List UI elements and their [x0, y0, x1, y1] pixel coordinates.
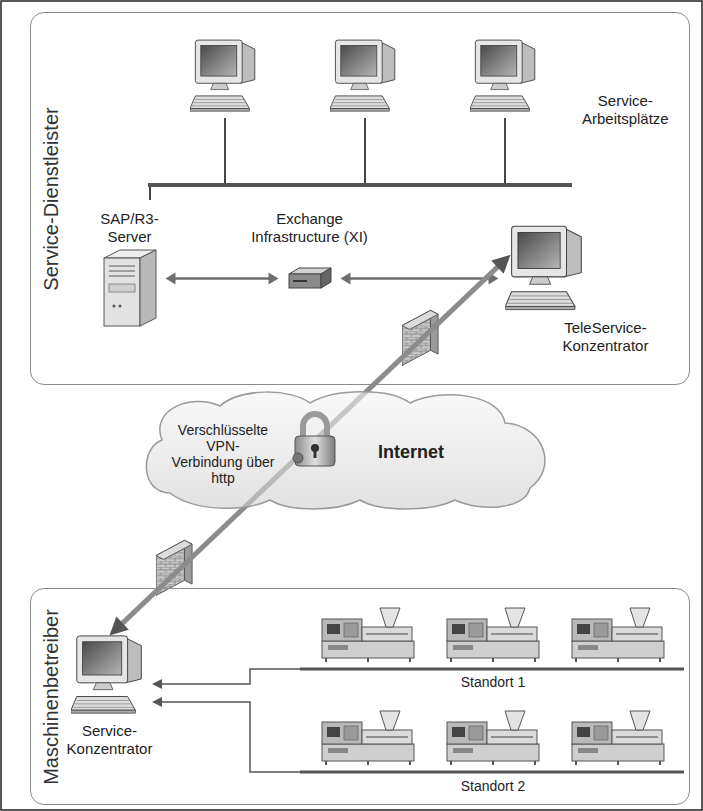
node-label: Verschlüsselte VPN- Verbindung über http: [171, 422, 275, 486]
text-label: Standort 2: [443, 778, 543, 795]
panel-title: Maschinenbetreiber: [40, 609, 63, 785]
panel-band: Service-DienstleisterSAP/R3- Server Exch…: [30, 12, 690, 385]
panel-title: Service-Dienstleister: [40, 107, 63, 290]
server-icon: [100, 246, 160, 328]
xi-device-icon: [285, 264, 335, 294]
server-node: SAP/R3- Server: [82, 210, 178, 328]
text-label: Service- Arbeitsplätze: [582, 92, 669, 128]
lock-symbol: [293, 414, 335, 466]
node-label: TeleService- Konzentrator: [563, 319, 649, 355]
cloud-shape: [140, 388, 560, 512]
computer-node: TeleService- Konzentrator: [495, 222, 687, 355]
text-label: Standort 1: [443, 674, 543, 691]
computer-node: Service- Konzentrator: [55, 632, 165, 758]
node-label: SAP/R3- Server: [100, 210, 158, 246]
data-flow-arrow: [166, 273, 279, 285]
injection-machines: [300, 608, 684, 772]
node-label: Internet: [378, 442, 444, 464]
cloud-node: Verschlüsselte VPN- Verbindung über http…: [140, 388, 560, 512]
panel-band: MaschinenbetreiberService- Konzentrator: [30, 588, 690, 805]
computer-icon: [505, 222, 590, 317]
xi-node: Exchange Infrastructure (XI): [228, 210, 392, 294]
workstations: [148, 40, 572, 200]
computer-icon: [70, 632, 150, 720]
node-label: Exchange Infrastructure (XI): [235, 210, 385, 246]
bus-arrow: [152, 669, 300, 772]
node-label: Service- Konzentrator: [67, 722, 153, 758]
data-flow-arrow: [341, 273, 499, 285]
